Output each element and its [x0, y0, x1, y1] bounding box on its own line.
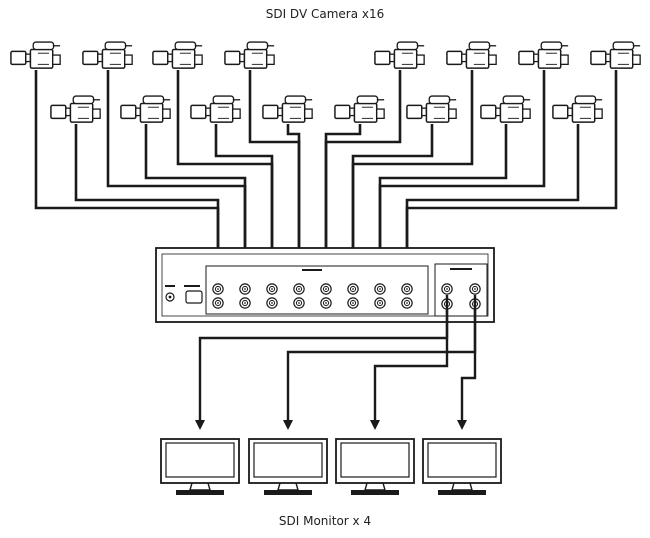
sdi-input-cable [351, 124, 434, 283]
sdi-output-connector [441, 283, 453, 295]
sdi-camera-icon [480, 95, 531, 123]
arrow-head-icon [283, 420, 293, 430]
sdi-camera-icon [190, 95, 241, 123]
monitor-group-caption: SDI Monitor x 4 [278, 514, 372, 528]
sdi-output-cable [373, 310, 449, 420]
camera-group-caption: SDI DV Camera x16 [265, 7, 385, 21]
sdi-input-connector [401, 283, 413, 295]
sdi-input-connector [266, 283, 278, 295]
sdi-monitor-icon [248, 438, 328, 496]
sdi-monitor-icon [422, 438, 502, 496]
sdi-input-connector [347, 297, 359, 309]
sdi-monitor-icon [335, 438, 415, 496]
sdi-camera-icon [10, 41, 61, 69]
sdi-input-connector [212, 283, 224, 295]
sdi-input-connector [374, 297, 386, 309]
sdi-camera-icon [446, 41, 497, 69]
arrow-head-icon [370, 420, 380, 430]
sdi-monitor-icon [160, 438, 240, 496]
arrow-head-icon [195, 420, 205, 430]
sdi-input-connector [293, 297, 305, 309]
sdi-camera-icon [590, 41, 641, 69]
sdi-input-cable [144, 124, 247, 297]
sdi-output-cable [460, 310, 477, 420]
sdi-camera-icon [518, 41, 569, 69]
sdi-camera-icon [406, 95, 457, 123]
sdi-input-cable [378, 124, 508, 283]
sdi-input-connector [401, 297, 413, 309]
sdi-input-cable [286, 124, 301, 283]
sdi-input-connector [347, 283, 359, 295]
sdi-input-connector [320, 297, 332, 309]
sdi-input-connector [266, 297, 278, 309]
sdi-camera-icon [374, 41, 425, 69]
sdi-input-connector [320, 283, 332, 295]
sdi-camera-icon [50, 95, 101, 123]
sdi-input-cable [324, 124, 362, 283]
sdi-input-connector [374, 283, 386, 295]
sdi-input-connector [239, 297, 251, 309]
sdi-camera-icon [82, 41, 133, 69]
sdi-camera-icon [120, 95, 171, 123]
sdi-camera-icon [334, 95, 385, 123]
sdi-output-connector [469, 283, 481, 295]
sdi-camera-icon [152, 41, 203, 69]
sdi-camera-icon [262, 95, 313, 123]
arrow-head-icon [457, 420, 467, 430]
sdi-camera-icon [224, 41, 275, 69]
sdi-input-connector [212, 297, 224, 309]
sdi-camera-icon [552, 95, 603, 123]
sdi-input-cable [214, 124, 274, 283]
sdi-input-connector [293, 283, 305, 295]
sdi-input-connector [239, 283, 251, 295]
